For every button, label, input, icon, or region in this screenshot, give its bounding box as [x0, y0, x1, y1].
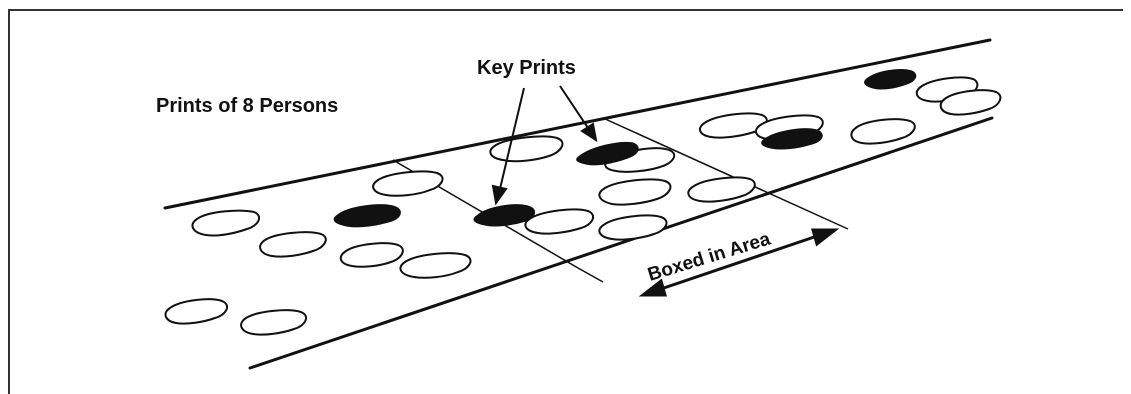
footprints-outline — [164, 76, 1002, 336]
footprint — [939, 89, 1002, 116]
key-print-arrows — [491, 85, 598, 206]
arrow-to-right-key-print — [559, 85, 591, 132]
path-edges — [163, 38, 994, 370]
arrowhead-icon — [580, 122, 598, 143]
box-right-line — [602, 117, 849, 230]
footprints-filled — [333, 69, 917, 228]
box-left-extension — [577, 267, 604, 283]
arrowhead-icon — [811, 228, 840, 247]
footprint — [598, 178, 672, 206]
footprint — [372, 170, 444, 197]
footprint — [164, 298, 229, 325]
arrowhead-icon — [491, 184, 508, 206]
key-prints-label: Key Prints — [477, 57, 576, 79]
arrowhead-icon — [638, 278, 667, 297]
footprint — [699, 112, 768, 139]
footprint — [850, 118, 916, 145]
footprint — [240, 309, 308, 336]
arrow-to-left-key-print — [498, 87, 525, 194]
frame-border — [8, 9, 1123, 394]
footprint-filled — [761, 128, 823, 150]
footprint-filled — [333, 204, 401, 228]
footprint — [339, 242, 404, 268]
footprint — [399, 252, 472, 279]
footprint-filled — [864, 69, 917, 90]
footprint — [524, 208, 595, 235]
path-lower-edge — [248, 116, 994, 370]
area-dimension-arrow — [638, 228, 840, 297]
footprint — [259, 231, 327, 258]
group-label: Prints of 8 Persons — [156, 95, 338, 117]
key-print-right — [576, 141, 639, 166]
dimension-line — [651, 231, 827, 294]
footprint — [687, 176, 756, 203]
path-upper-edge — [163, 38, 992, 210]
key-print-left — [473, 204, 535, 227]
footprint — [598, 214, 668, 241]
footprint — [191, 209, 261, 237]
